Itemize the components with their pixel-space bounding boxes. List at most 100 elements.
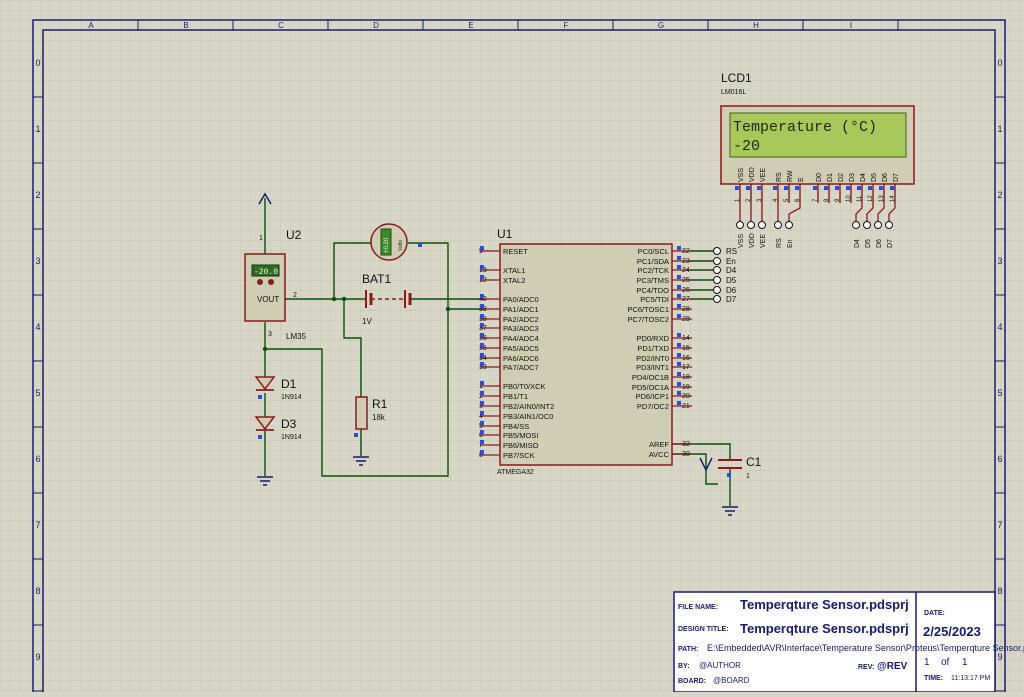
lcd-pin-label: D0 xyxy=(816,173,823,182)
lcd-line2: -20 xyxy=(733,138,760,155)
mcu-pin-label: PA1/ADC1 xyxy=(503,305,539,314)
lcd-terminal[interactable] xyxy=(747,221,755,229)
border-row-label: 2 xyxy=(997,190,1002,200)
mcu-pin-number: 28 xyxy=(682,306,690,313)
mcu-terminal-label: D4 xyxy=(726,266,737,275)
lcd-pin-number: 8 xyxy=(824,198,830,202)
lcd-line1: Temperature (°C) xyxy=(733,119,877,136)
resistor-r1[interactable]: R1 18k xyxy=(354,396,388,437)
border-column-label: I xyxy=(850,21,852,30)
lcd-terminal[interactable] xyxy=(874,221,882,229)
mcu-pin-label: XTAL1 xyxy=(503,266,525,275)
title-block: FILE NAME: Temperqture Sensor.pdsprj DES… xyxy=(673,591,1024,693)
mcu-pin-label: PC7/TOSC2 xyxy=(627,315,669,324)
border-column-label: B xyxy=(183,21,188,30)
mcu-pin-label: AREF xyxy=(649,440,669,449)
file-name: Temperqture Sensor.pdsprj xyxy=(740,597,909,612)
mcu-pin-label: PC5/TDI xyxy=(640,295,669,304)
mcu-terminal[interactable] xyxy=(713,295,721,303)
lcd-terminal[interactable] xyxy=(852,221,860,229)
mcu-pin-label: PB1/T1 xyxy=(503,392,528,401)
mcu-pin-number: 33 xyxy=(479,364,487,371)
lcd-pin-label: VDD xyxy=(749,167,756,182)
lcd-model: LM016L xyxy=(721,89,746,96)
ground-terminal-resistor[interactable] xyxy=(353,456,369,466)
mcu-pin-label: PD0/RXD xyxy=(636,334,669,343)
mcu-pin-label: PC1/SDA xyxy=(637,257,669,266)
lcd-module[interactable]: LCD1 LM016L Temperature (°C) -20 VSS1VDD… xyxy=(720,71,915,248)
mcu-pin-number: 7 xyxy=(479,442,483,449)
page-total: 1 xyxy=(962,657,968,668)
battery-bat1[interactable]: BAT1 1V xyxy=(360,272,430,326)
mcu-pin-label: PA6/ADC6 xyxy=(503,354,539,363)
mcu-pin-label: PB2/AIN0/INT2 xyxy=(503,402,554,411)
lcd-terminal-label: D7 xyxy=(887,239,894,248)
border-row-label: 3 xyxy=(997,256,1002,266)
lcd-screen xyxy=(729,112,907,158)
lcd-terminal-label: VEE xyxy=(760,234,767,248)
voltmeter[interactable]: +0.20 Volts xyxy=(370,223,422,261)
mcu-pin-label: XTAL2 xyxy=(503,276,525,285)
border-row-label: 2 xyxy=(35,190,40,200)
sensor-increase-button[interactable] xyxy=(268,279,274,285)
mcu-pin-label: PD4/OC1B xyxy=(632,373,669,382)
lcd-terminal[interactable] xyxy=(885,221,893,229)
sensor-pin-gnd: 3 xyxy=(268,331,272,338)
mcu-pin-number: 17 xyxy=(682,364,690,371)
border-row-label: 5 xyxy=(35,388,40,398)
lcd-pin-label: E xyxy=(798,177,805,182)
sensor-decrease-button[interactable] xyxy=(257,279,263,285)
mcu-pin-number: 8 xyxy=(479,452,483,459)
by-value: @AUTHOR xyxy=(699,661,741,670)
border-column-label: E xyxy=(468,21,473,30)
lcd-pin-label: RW xyxy=(787,170,794,182)
mcu-pin-label: PB3/AIN1/OC0 xyxy=(503,412,553,421)
mcu-pin-number: 25 xyxy=(682,277,690,284)
lcd-terminal[interactable] xyxy=(785,221,793,229)
power-terminal[interactable] xyxy=(258,192,272,205)
diode-model: 1N914 xyxy=(281,394,302,401)
mcu-pin-number: 15 xyxy=(682,345,690,352)
mcu-terminal-label: D7 xyxy=(726,295,737,304)
mcu-pin-label: PA7/ADC7 xyxy=(503,363,539,372)
lcd-terminal[interactable] xyxy=(774,221,782,229)
mcu-terminal[interactable] xyxy=(713,247,721,255)
file-name-label: FILE NAME: xyxy=(678,604,718,611)
mcu-pin-number: 27 xyxy=(682,296,690,303)
capacitor-c1[interactable]: C1 1 xyxy=(699,455,762,480)
lcd-pin-label: D5 xyxy=(871,173,878,182)
border-row-label: 9 xyxy=(35,652,40,662)
mcu-terminal[interactable] xyxy=(713,266,721,274)
lm35-sensor[interactable]: U2 -20.0 VOUT 1 2 3 LM35 xyxy=(244,228,307,341)
mcu-pin-label: PC6/TOSC1 xyxy=(627,305,669,314)
capacitor-ref: C1 xyxy=(746,455,762,469)
lcd-terminal[interactable] xyxy=(758,221,766,229)
lcd-terminal-label: D6 xyxy=(876,239,883,248)
lcd-pin-label: D2 xyxy=(838,173,845,182)
mcu-terminal[interactable] xyxy=(713,276,721,284)
ground-terminal-sensor[interactable] xyxy=(257,476,273,486)
mcu-pin-number: 29 xyxy=(682,316,690,323)
border-row-label: 3 xyxy=(35,256,40,266)
mcu-ref: U1 xyxy=(497,227,513,241)
resistor-ref: R1 xyxy=(372,397,388,411)
page-number: 1 xyxy=(924,657,930,668)
mcu-terminal[interactable] xyxy=(713,286,721,294)
page-of-label: of xyxy=(941,657,950,668)
lcd-terminal[interactable] xyxy=(736,221,744,229)
border-row-label: 5 xyxy=(997,388,1002,398)
ground-terminal-capacitor[interactable] xyxy=(722,506,738,516)
mcu-pin-number: 38 xyxy=(479,316,487,323)
border-row-label: 0 xyxy=(997,58,1002,68)
sensor-pin-vcc: 1 xyxy=(259,235,263,242)
voltmeter-display: +0.20 xyxy=(384,237,390,253)
lcd-terminal[interactable] xyxy=(863,221,871,229)
design-title: Temperqture Sensor.pdsprj xyxy=(740,621,909,636)
mcu-pin-label: PC4/TDO xyxy=(636,286,669,295)
mcu-terminal[interactable] xyxy=(713,257,721,265)
